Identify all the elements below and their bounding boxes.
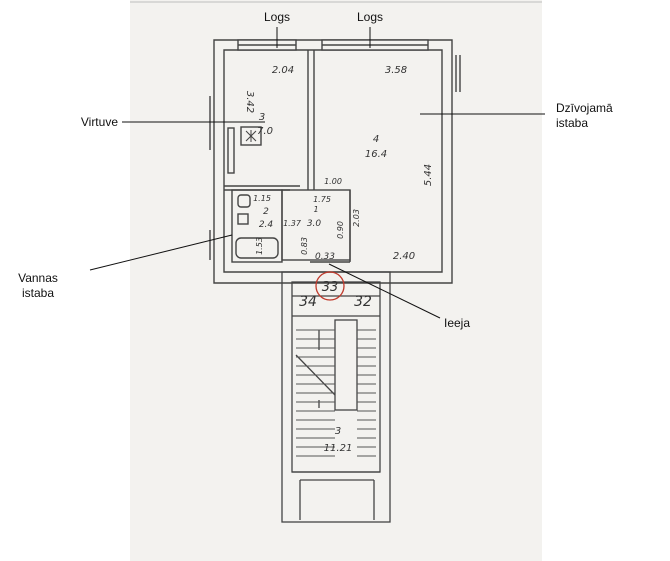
hall-number: 1 bbox=[313, 205, 318, 214]
kitchen-number: 3 bbox=[259, 112, 265, 123]
hall-side: 2.03 bbox=[352, 209, 361, 227]
stove bbox=[240, 126, 262, 146]
living-room-label-line2: istaba bbox=[556, 116, 588, 130]
living-room-label-line1: Dzīvojamā bbox=[556, 101, 613, 115]
living-length: 5.44 bbox=[423, 164, 434, 186]
bathroom-label-line2: istaba bbox=[22, 286, 54, 300]
kitchen-label: Virtuve bbox=[81, 115, 118, 129]
staircase bbox=[281, 271, 391, 523]
bath-bottom: 0.83 bbox=[300, 237, 309, 255]
apartment-number-circle bbox=[315, 271, 345, 301]
window-label-right: Logs bbox=[357, 10, 383, 24]
entrance-label: Ieeja bbox=[444, 316, 470, 330]
bath-number: 2 bbox=[263, 207, 269, 217]
stair-area: 11.21 bbox=[324, 443, 353, 454]
paper-sheet bbox=[130, 0, 542, 561]
living-area: 16.4 bbox=[365, 149, 387, 160]
hall-small: 0.90 bbox=[336, 221, 345, 239]
hall-width: 1.00 bbox=[324, 177, 342, 186]
hall-depth: 1.75 bbox=[313, 195, 331, 204]
wc-width: 1.15 bbox=[253, 194, 271, 203]
sink bbox=[237, 213, 249, 225]
window-label-left: Logs bbox=[264, 10, 290, 24]
living-number: 4 bbox=[373, 134, 379, 145]
callout-lines bbox=[89, 27, 545, 319]
stove-cross bbox=[245, 130, 257, 142]
apartment-number: 33 bbox=[322, 280, 339, 295]
toilet bbox=[237, 194, 251, 208]
bathroom-label-line1: Vannas bbox=[18, 271, 58, 285]
neighbor-right-number: 32 bbox=[354, 294, 372, 310]
hall-area: 3.0 bbox=[307, 219, 322, 229]
bath-inner: 1.37 bbox=[283, 219, 302, 228]
bath-area: 2.4 bbox=[259, 220, 274, 230]
kitchen-area: 7.0 bbox=[257, 126, 273, 137]
stair-treads bbox=[296, 329, 376, 457]
neighbor-left-number: 34 bbox=[299, 294, 317, 310]
door-width: 0.33 bbox=[315, 252, 335, 262]
stair-number: 3 bbox=[335, 426, 341, 437]
bath-side: 1.53 bbox=[255, 237, 264, 255]
kitchen-length: 3.42 bbox=[244, 91, 255, 113]
living-bottom-width: 2.40 bbox=[393, 251, 415, 262]
living-width: 3.58 bbox=[385, 65, 407, 76]
kitchen-width: 2.04 bbox=[272, 65, 294, 76]
apartment-walls bbox=[209, 39, 461, 284]
bathtub bbox=[235, 237, 279, 259]
